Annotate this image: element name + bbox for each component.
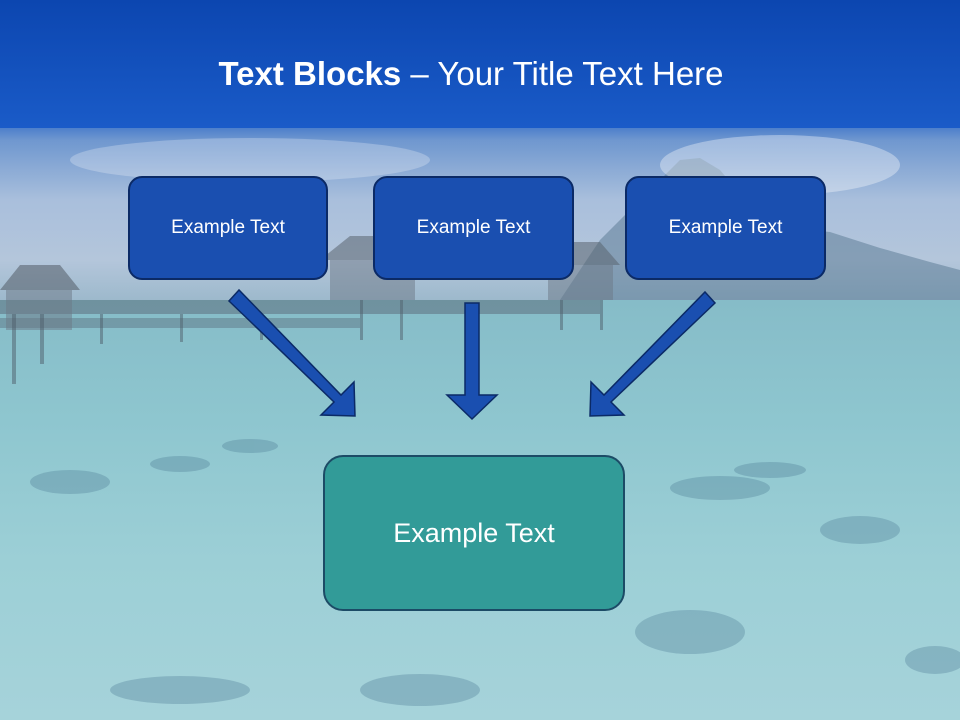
title-bold-text: Text Blocks (218, 55, 402, 92)
text-block-center[interactable]: Example Text (373, 176, 574, 280)
arrow-right-to-result (589, 290, 717, 417)
bungalow-body (6, 290, 72, 330)
result-block-label: Example Text (393, 517, 555, 548)
arrow-left-to-result (227, 288, 356, 417)
slide-title: Text Blocks – Your Title Text Here (0, 52, 942, 96)
title-dash: – (401, 55, 438, 92)
text-block-left[interactable]: Example Text (128, 176, 328, 280)
result-block[interactable]: Example Text (323, 455, 625, 611)
text-block-label: Example Text (171, 217, 285, 238)
bungalow-roof (0, 265, 80, 290)
cloud (70, 138, 430, 182)
text-block-label: Example Text (668, 217, 783, 238)
arrow-center-to-result (445, 302, 499, 421)
pier-deck (0, 300, 600, 314)
title-band (0, 0, 960, 128)
text-block-right[interactable]: Example Text (625, 176, 826, 280)
title-rest-text: Your Title Text Here (437, 55, 724, 92)
text-block-label: Example Text (416, 217, 531, 238)
